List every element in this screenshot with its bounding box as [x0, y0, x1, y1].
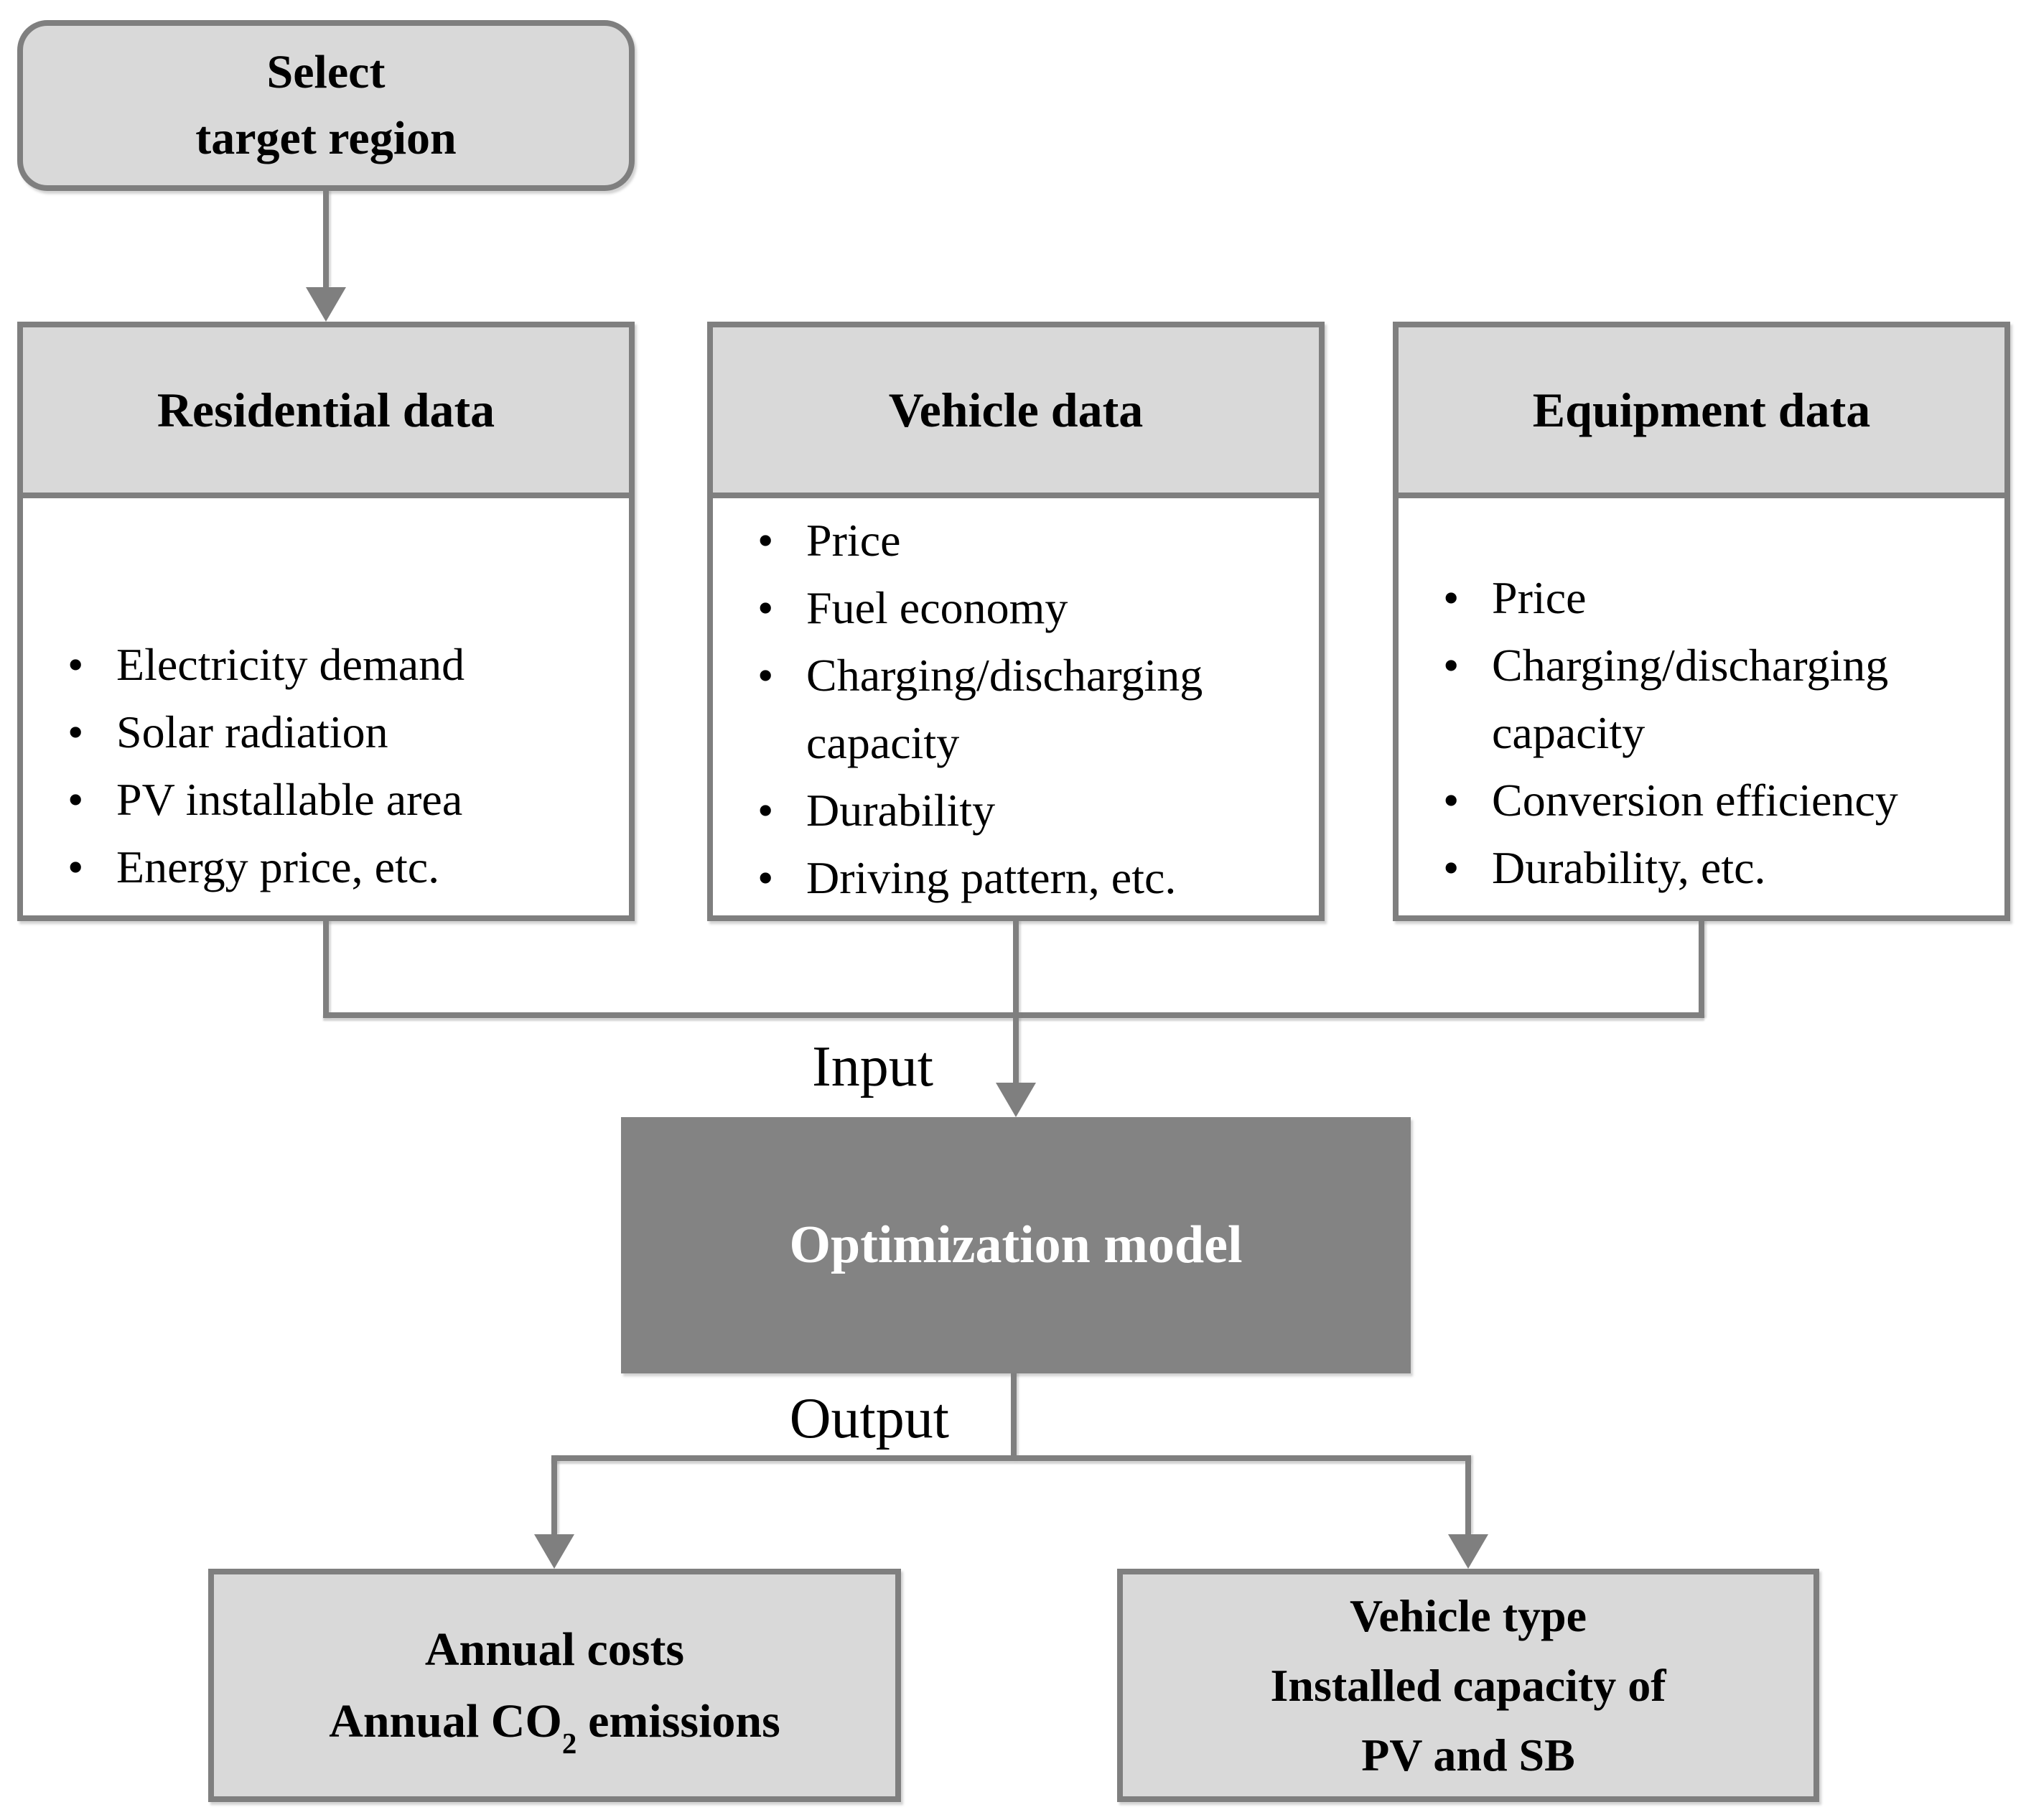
down-arrowhead-icon — [306, 287, 346, 322]
result-line: Vehicle type — [1349, 1590, 1587, 1641]
box-header: Residential data — [23, 327, 629, 498]
list-item: Conversion efficiency — [1440, 767, 1980, 834]
connector-line — [551, 1455, 557, 1534]
box-body: Price Fuel economy Charging/discharging … — [713, 498, 1319, 912]
box-title: Residential data — [157, 382, 495, 437]
box-body: Electricity demand Solar radiation PV in… — [23, 498, 629, 901]
down-arrowhead-icon — [996, 1083, 1036, 1117]
vehicle-type-box: Vehicle type Installed capacity of PV an… — [1117, 1569, 1819, 1802]
output-label: Output — [789, 1387, 949, 1450]
optimization-model-label: Optimization model — [789, 1215, 1243, 1274]
annual-costs-box: Annual costs Annual CO2 emissions — [208, 1569, 901, 1802]
result-line-co2: Annual CO2 emissions — [329, 1686, 780, 1758]
residential-data-box: Residential data Electricity demand Sola… — [17, 322, 635, 921]
connector-line — [1011, 1373, 1017, 1460]
vehicle-data-box: Vehicle data Price Fuel economy Charging… — [707, 322, 1325, 921]
box-header: Vehicle data — [713, 327, 1319, 498]
list-item: Charging/discharging capacity — [755, 642, 1294, 777]
box-body: Price Charging/discharging capacity Conv… — [1399, 498, 2004, 902]
co2-prefix: Annual CO — [329, 1694, 562, 1747]
co2-subscript: 2 — [561, 1727, 577, 1760]
connector-line — [1699, 921, 1704, 1018]
result-line: Installed capacity of — [1270, 1660, 1666, 1711]
connector-line — [323, 191, 329, 287]
select-target-region-box: Select target region — [17, 20, 635, 191]
connector-line — [1465, 1455, 1471, 1534]
bullet-list: Price Charging/discharging capacity Conv… — [1440, 564, 1980, 902]
select-box-line1: Select — [266, 46, 386, 98]
list-item: Fuel economy — [755, 574, 1294, 642]
select-box-line2: target region — [195, 112, 457, 164]
list-item: Durability, etc. — [1440, 834, 1980, 902]
down-arrowhead-icon — [1448, 1534, 1488, 1569]
result-line: Annual costs — [424, 1623, 685, 1676]
input-label: Input — [812, 1035, 933, 1098]
box-title: Equipment data — [1532, 382, 1871, 437]
list-item: Solar radiation — [65, 699, 604, 766]
list-item: Price — [1440, 564, 1980, 632]
equipment-data-box: Equipment data Price Charging/dischargin… — [1393, 322, 2010, 921]
list-item: Price — [755, 507, 1294, 574]
result-line: PV and SB — [1361, 1730, 1575, 1781]
list-item: Driving pattern, etc. — [755, 844, 1294, 912]
optimization-model-box: Optimization model — [621, 1117, 1411, 1373]
connector-line — [323, 921, 329, 1018]
list-item: Durability — [755, 777, 1294, 844]
down-arrowhead-icon — [534, 1534, 574, 1569]
bullet-list: Electricity demand Solar radiation PV in… — [65, 631, 604, 901]
co2-suffix: emissions — [588, 1694, 780, 1747]
connector-line — [1013, 921, 1019, 1084]
list-item: PV installable area — [65, 766, 604, 834]
bullet-list: Price Fuel economy Charging/discharging … — [755, 507, 1294, 912]
box-title: Vehicle data — [888, 382, 1144, 437]
list-item: Electricity demand — [65, 631, 604, 699]
connector-line — [551, 1455, 1471, 1461]
list-item: Charging/discharging capacity — [1440, 632, 1980, 767]
box-header: Equipment data — [1399, 327, 2004, 498]
list-item: Energy price, etc. — [65, 834, 604, 901]
